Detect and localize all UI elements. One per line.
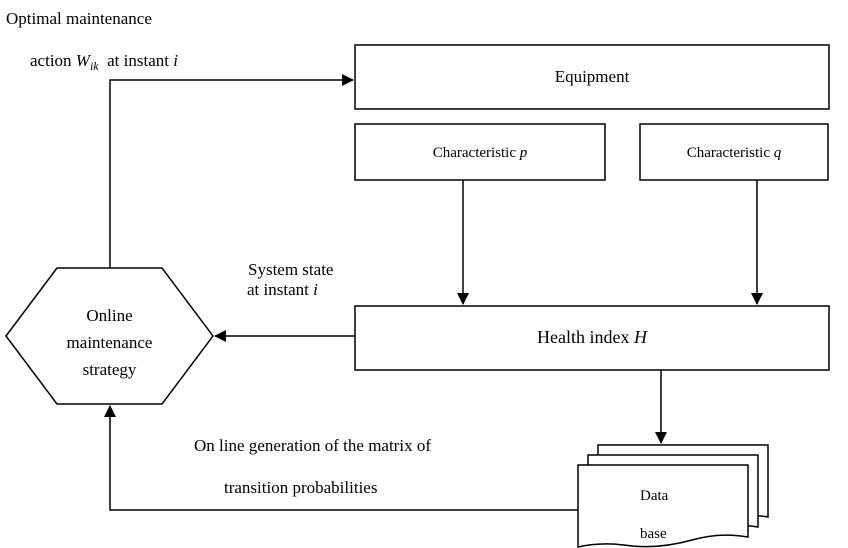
generation-line2: transition probabilities — [224, 478, 378, 497]
optimal-action-line1: Optimal maintenance — [6, 9, 152, 28]
optimal-action-line2: action Wik at instant i — [30, 51, 178, 74]
characteristic-p-box — [354, 123, 606, 181]
health-index-label: Health index H — [537, 327, 647, 347]
health-index-box — [354, 305, 830, 371]
strategy-line3: strategy — [82, 360, 137, 379]
characteristic-q-box — [639, 123, 829, 181]
system-state-line2: at instant i — [247, 280, 318, 299]
arrow-database-to-strategy — [104, 405, 578, 511]
system-state-line1: System state — [248, 260, 334, 279]
characteristic-q-label: Characteristic q — [686, 145, 782, 161]
equipment-box — [354, 44, 830, 110]
database-line2: base — [640, 526, 667, 542]
equipment-label: Equipment — [554, 67, 630, 86]
strategy-hexagon — [5, 267, 214, 405]
database-line1: Data — [640, 488, 669, 504]
strategy-line1: Online — [86, 306, 133, 325]
characteristic-p-label: Characteristic p — [432, 145, 528, 161]
database-icon — [577, 444, 769, 548]
strategy-line2: maintenance — [66, 333, 153, 352]
arrow-action-to-equipment — [109, 74, 354, 268]
generation-line1: On line generation of the matrix of — [194, 436, 431, 455]
